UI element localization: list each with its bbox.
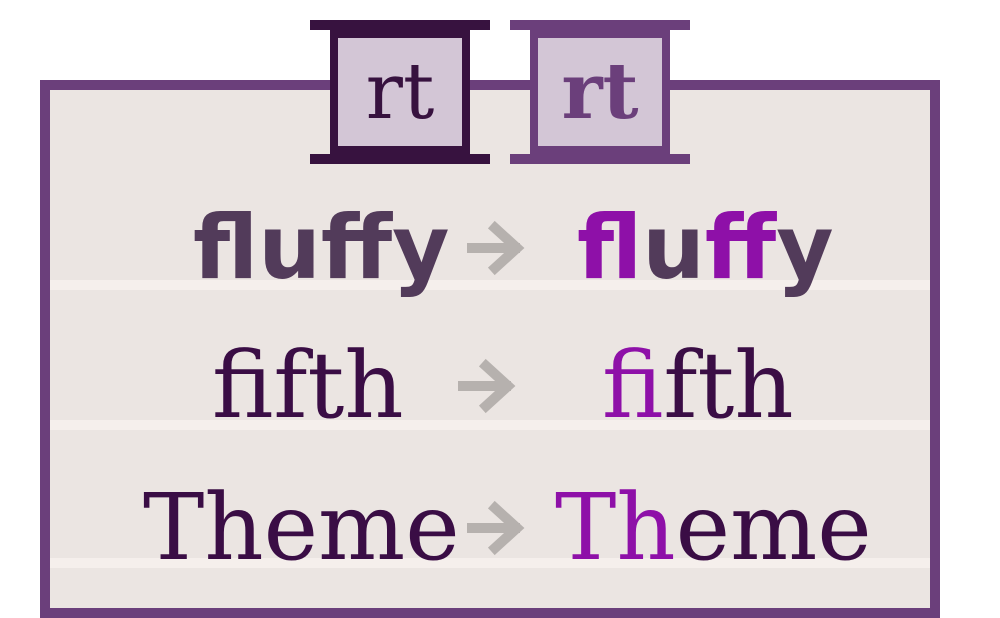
ligature-row-fluffy: fluffy fluffy (0, 188, 1000, 308)
word-rest: fth (663, 332, 794, 439)
word-before: fluffy (193, 196, 450, 299)
word-rest: y (776, 196, 834, 299)
word-before: fifth (212, 332, 404, 439)
word-rest: eme (675, 474, 872, 581)
badge-bottom-bar (510, 154, 690, 164)
row-divider (50, 420, 930, 430)
word-after: fluffy (577, 188, 834, 308)
ligature-highlight: fl (577, 196, 643, 299)
word-after: fifth (602, 326, 794, 446)
right-arrow-icon (467, 188, 527, 308)
badge-top-bar (510, 20, 690, 30)
ligature-highlight: Th (555, 474, 676, 581)
bold-glyph: rt (530, 30, 670, 154)
row-divider (50, 558, 930, 568)
word-after: Theme (555, 468, 872, 588)
bold-badge: rt (510, 20, 690, 164)
ligature-row-fifth: fifth fifth (0, 326, 1000, 446)
word-before: Theme (143, 474, 460, 581)
regular-glyph: rt (330, 30, 470, 154)
word-rest: u (642, 196, 705, 299)
row-divider (50, 280, 930, 290)
badge-top-bar (310, 20, 490, 30)
right-arrow-icon (467, 468, 527, 588)
regular-badge: rt (310, 20, 490, 164)
ligature-highlight: ff (704, 196, 777, 299)
ligature-highlight: fi (602, 332, 664, 439)
ligature-row-theme: Theme Theme (0, 468, 1000, 588)
right-arrow-icon (458, 326, 518, 446)
badge-bottom-bar (310, 154, 490, 164)
